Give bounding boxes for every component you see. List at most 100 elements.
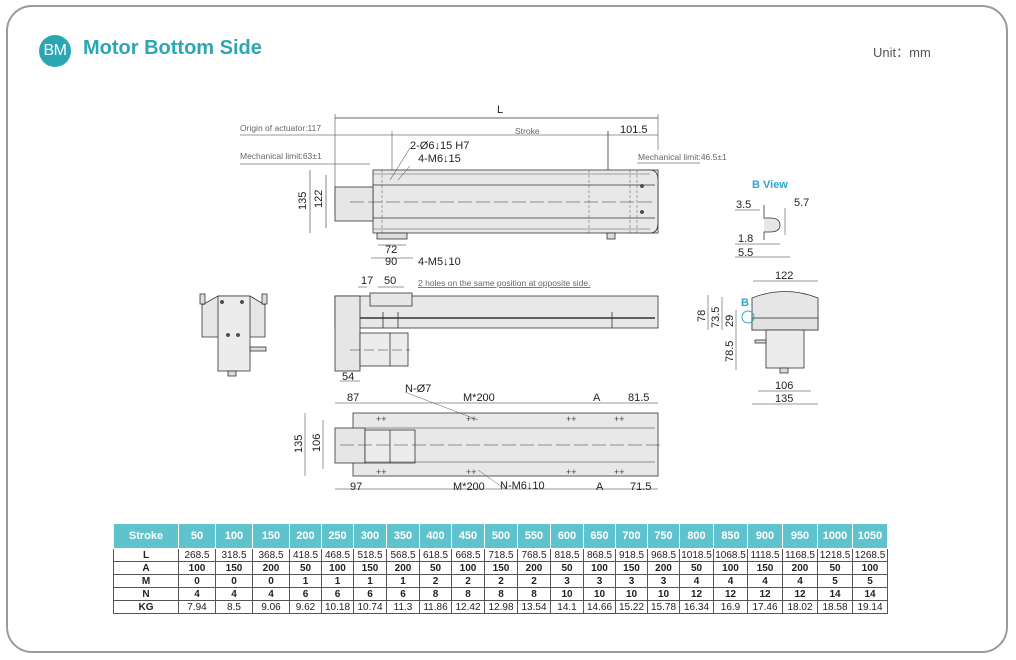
spec-cell: 5	[852, 574, 888, 588]
spec-cell: 12	[713, 587, 748, 601]
spec-cell: 6	[353, 587, 387, 601]
spec-cell: 4	[713, 574, 748, 588]
svg-text:++: ++	[566, 467, 577, 477]
spec-header-stroke: 150	[252, 523, 290, 549]
unit-label: Unit：mm	[873, 45, 931, 60]
spec-cell: 6	[386, 587, 420, 601]
spec-header-stroke: 450	[451, 523, 485, 549]
end-dim-29: 29	[724, 315, 736, 327]
spec-cell: 1	[289, 574, 322, 588]
spec-cell: 3	[615, 574, 648, 588]
spec-header-stroke: 600	[550, 523, 584, 549]
bottom-view-holes: ++++++++ ++++++++	[376, 414, 625, 477]
svg-text:++: ++	[614, 467, 625, 477]
spec-cell: 150	[484, 561, 518, 575]
spec-cell: 4	[178, 587, 216, 601]
spec-cell: 4	[679, 574, 714, 588]
spec-cell: 1068.5	[713, 548, 748, 562]
spec-cell: 9.06	[252, 600, 290, 614]
svg-text:++: ++	[466, 414, 477, 424]
spec-cell: 0	[215, 574, 253, 588]
spec-cell: 4	[252, 587, 290, 601]
spec-cell: 10	[615, 587, 648, 601]
spec-cell: 12.42	[451, 600, 485, 614]
spec-cell: 100	[713, 561, 748, 575]
spec-cell: 17.46	[747, 600, 783, 614]
spec-cell: 150	[747, 561, 783, 575]
spec-cell: 1218.5	[817, 548, 853, 562]
spec-cell: 1	[386, 574, 420, 588]
spec-header-stroke: 250	[321, 523, 354, 549]
end-dim-135: 135	[775, 393, 793, 405]
spec-cell: 10	[647, 587, 680, 601]
spec-cell: 468.5	[321, 548, 354, 562]
side-view	[334, 286, 659, 382]
spec-cell: 200	[386, 561, 420, 575]
side-note: 2 holes on the same position at opposite…	[418, 278, 590, 288]
svg-text:++: ++	[614, 414, 625, 424]
spec-cell: 18.58	[817, 600, 853, 614]
bottom-dim-97: 97	[350, 481, 362, 493]
bottom-view	[304, 391, 660, 490]
spec-cell: 19.14	[852, 600, 888, 614]
dim-72: 72	[385, 244, 397, 256]
svg-text:++: ++	[466, 467, 477, 477]
b-dim-1-8: 1.8	[738, 233, 753, 245]
spec-header-stroke: 350	[386, 523, 420, 549]
dim-L: L	[497, 104, 503, 116]
side-dim-54: 54	[342, 371, 354, 383]
spec-cell: 8	[484, 587, 518, 601]
bottom-dim-106: 106	[311, 434, 323, 452]
spec-cell: 2	[451, 574, 485, 588]
spec-cell: 50	[817, 561, 853, 575]
spec-cell: 1018.5	[679, 548, 714, 562]
spec-row-label: KG	[113, 600, 179, 614]
page-title: Motor Bottom Side	[83, 37, 262, 59]
spec-cell: 12	[679, 587, 714, 601]
spec-cell: 200	[647, 561, 680, 575]
end-dim-106: 106	[775, 380, 793, 392]
top-view	[240, 114, 700, 259]
spec-cell: 318.5	[215, 548, 253, 562]
spec-cell: 6	[321, 587, 354, 601]
spec-header-stroke: 1000	[817, 523, 853, 549]
spec-header-stroke: 500	[484, 523, 518, 549]
spec-cell: 11.86	[419, 600, 452, 614]
spec-cell: 518.5	[353, 548, 387, 562]
bottom-a-top: A	[593, 392, 601, 404]
bottom-dim-81-5: 81.5	[628, 392, 649, 404]
end-dim-122: 122	[775, 270, 793, 282]
spec-header-stroke: 750	[647, 523, 680, 549]
stroke-label: Stroke	[515, 126, 540, 136]
spec-cell: 150	[615, 561, 648, 575]
right-end-view	[707, 280, 819, 405]
spec-cell: 5	[817, 574, 853, 588]
spec-cell: 16.9	[713, 600, 748, 614]
spec-header-stroke: 300	[353, 523, 387, 549]
spec-header-stroke: 200	[289, 523, 322, 549]
spec-cell: 10.74	[353, 600, 387, 614]
bottom-dim-135: 135	[293, 435, 305, 453]
spec-cell: 10	[583, 587, 616, 601]
spec-cell: 868.5	[583, 548, 616, 562]
dim-101-5: 101.5	[620, 124, 648, 136]
spec-header-stroke: 850	[713, 523, 748, 549]
svg-text:++: ++	[566, 414, 577, 424]
spec-row-label: A	[113, 561, 179, 575]
svg-text:++: ++	[376, 414, 387, 424]
spec-cell: 3	[583, 574, 616, 588]
spec-cell: 50	[679, 561, 714, 575]
spec-header-stroke: 900	[747, 523, 783, 549]
spec-cell: 8	[451, 587, 485, 601]
spec-cell: 14	[817, 587, 853, 601]
spec-cell: 14.66	[583, 600, 616, 614]
spec-cell: 11.3	[386, 600, 420, 614]
origin-label: Origin of actuator:117	[240, 123, 321, 133]
spec-cell: 668.5	[451, 548, 485, 562]
spec-cell: 14	[852, 587, 888, 601]
